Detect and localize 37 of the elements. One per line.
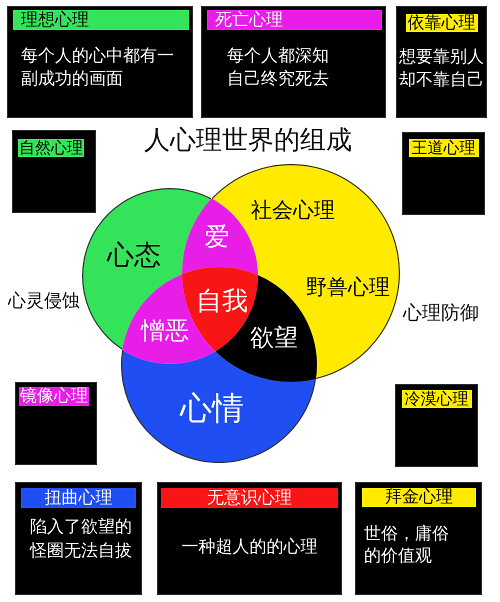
card-heading: 拜金心理 bbox=[362, 488, 476, 507]
overlap-label: 憎恶 bbox=[141, 318, 189, 344]
info-card bbox=[15, 482, 142, 595]
side-label: 心灵侵蚀 bbox=[8, 292, 80, 312]
card-heading: 死亡心理 bbox=[207, 10, 382, 30]
info-card bbox=[15, 382, 97, 465]
card-heading: 依靠心理 bbox=[406, 14, 478, 32]
overlap-label: 欲望 bbox=[250, 325, 298, 351]
info-card bbox=[402, 132, 485, 215]
card-heading: 自然心理 bbox=[18, 139, 84, 157]
info-card bbox=[12, 130, 96, 213]
info-card bbox=[395, 384, 478, 467]
circle-label: 心态 bbox=[107, 242, 161, 270]
overlap-label: 爱 bbox=[204, 224, 230, 250]
info-card bbox=[201, 6, 386, 118]
card-text: 想要靠别人却不靠自己 bbox=[398, 46, 485, 92]
card-heading: 镜像心理 bbox=[19, 387, 89, 406]
card-heading: 理想心理 bbox=[13, 10, 189, 30]
info-card bbox=[7, 6, 193, 118]
card-text: 每个人的心中都有一副成功的画面 bbox=[20, 45, 175, 91]
info-card bbox=[157, 482, 342, 595]
card-text: 世俗，庸俗的价值观 bbox=[363, 523, 450, 567]
circle-label: 社会心理 bbox=[251, 198, 335, 222]
card-text: 每个人都深知自己终究死去 bbox=[226, 45, 330, 91]
card-heading: 冷漠心理 bbox=[402, 390, 472, 408]
card-heading: 王道心理 bbox=[408, 139, 478, 157]
circle-label: 野兽心理 bbox=[306, 276, 390, 298]
card-heading: 扭曲心理 bbox=[21, 488, 136, 508]
circle-label: 心情 bbox=[180, 392, 244, 426]
overlap-label: 自我 bbox=[196, 288, 248, 316]
card-text: 陷入了欲望的怪圈无法自拔 bbox=[28, 516, 133, 563]
card-heading: 无意识心理 bbox=[161, 488, 338, 508]
info-card bbox=[396, 6, 487, 118]
side-label: 心理防御 bbox=[403, 304, 479, 324]
card-text: 一种超人的的心理 bbox=[180, 536, 318, 559]
diagram-title: 人心理世界的组成 bbox=[144, 127, 352, 155]
info-card bbox=[355, 482, 482, 595]
